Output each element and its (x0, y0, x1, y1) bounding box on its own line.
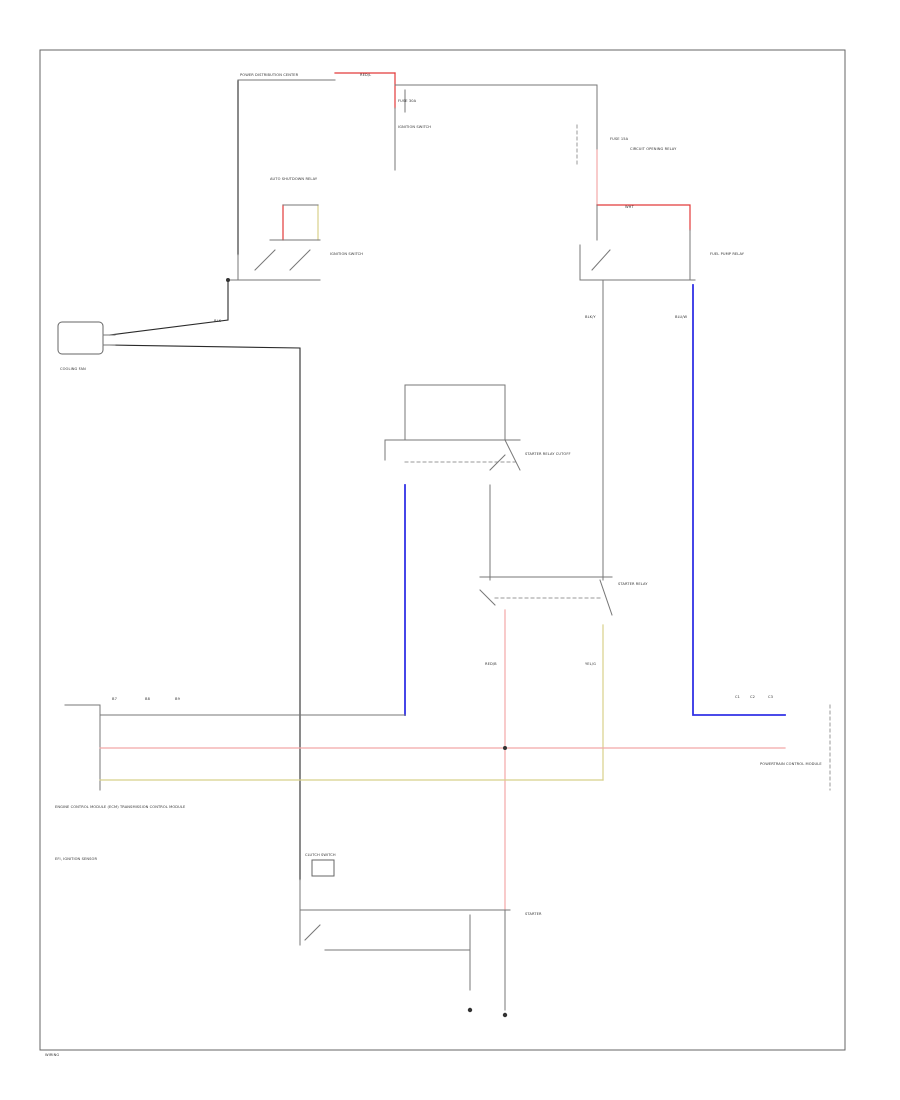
footer-label: WIRING (45, 1053, 59, 1057)
ecm-connector-rows (64, 704, 831, 791)
diagram-frame (39, 49, 846, 1051)
wire-code-5: RED/B (485, 662, 497, 666)
relay-top-left-label2: IGNITION SWITCH (330, 252, 363, 256)
pin-4: C1 (735, 695, 740, 699)
bottom-relay-label: CLUTCH SWITCH (305, 853, 336, 857)
relay-top-left-label: AUTO SHUTDOWN RELAY (270, 177, 318, 181)
top-circuits (57, 72, 786, 881)
ecm-label: ENGINE CONTROL MODULE (ECM) TRANSMISSION… (55, 805, 186, 809)
fuse-top-label: FUSE 30A (398, 99, 417, 103)
pin-3: B9 (175, 697, 181, 701)
fuse-right-label: FUSE 15A (610, 137, 629, 141)
resistor-label: COOLING FAN (60, 367, 86, 371)
starter-relay-b-label: STARTER RELAY (618, 582, 648, 586)
wire-code-6: YEL/G (585, 662, 596, 666)
relay-right-desc-label: CIRCUIT OPENING RELAY (630, 147, 677, 151)
fuse-block (57, 321, 104, 355)
fuse-box-top-label: POWER DISTRIBUTION CENTER (240, 73, 299, 77)
ecm-label2: EFI, IGNITION SENSOR (55, 857, 97, 861)
middle-relays (384, 384, 613, 911)
bottom-starter (299, 859, 511, 1018)
wire-code-2: BLK (214, 319, 222, 323)
pin-6: C3 (768, 695, 773, 699)
pin-5: C2 (750, 695, 755, 699)
starter-label: STARTER (525, 912, 542, 916)
ignition-switch-label: IGNITION SWITCH (398, 125, 431, 129)
wire-code-1: RED/L (360, 73, 371, 77)
starter-relay-a-label: STARTER RELAY CUTOFF (525, 452, 571, 456)
pin-2: B8 (145, 697, 151, 701)
cooling-fan-resistor (311, 859, 335, 877)
pin-1: B7 (112, 697, 117, 701)
right-connector-label: POWERTRAIN CONTROL MODULE (760, 762, 822, 766)
wire-code-3: BLK/Y (585, 315, 596, 319)
relay-top-right-label: FUEL PUMP RELAY (710, 252, 745, 256)
wire-code-7: WHT (625, 205, 634, 209)
wire-code-4: BLU/W (675, 315, 688, 319)
